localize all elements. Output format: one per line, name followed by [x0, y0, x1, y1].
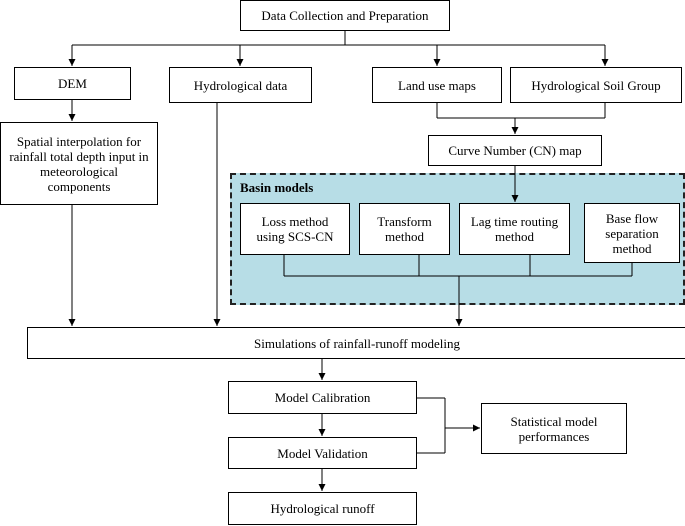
base-flow-box: Base flow separation method: [584, 203, 680, 263]
curve-number-box: Curve Number (CN) map: [428, 135, 602, 166]
loss-method-box: Loss method using SCS-CN: [240, 203, 350, 255]
model-calibration-box: Model Calibration: [228, 381, 417, 414]
basin-models-title: Basin models: [240, 180, 314, 195]
dem-box: DEM: [14, 67, 131, 100]
land-use-maps-box: Land use maps: [372, 67, 502, 103]
hydrological-runoff-box: Hydrological runoff: [228, 492, 417, 525]
transform-method-box: Transform method: [359, 203, 450, 255]
soil-group-box: Hydrological Soil Group: [510, 67, 682, 103]
statistical-performance-box: Statistical model performances: [481, 403, 627, 454]
simulations-box: Simulations of rainfall-runoff modeling: [27, 327, 685, 359]
hydrological-data-box: Hydrological data: [169, 67, 312, 103]
model-validation-box: Model Validation: [228, 437, 417, 469]
data-collection-box: Data Collection and Preparation: [240, 0, 450, 31]
lag-time-box: Lag time routing method: [459, 203, 570, 255]
spatial-interpolation-box: Spatial interpolation for rainfall total…: [0, 122, 158, 205]
